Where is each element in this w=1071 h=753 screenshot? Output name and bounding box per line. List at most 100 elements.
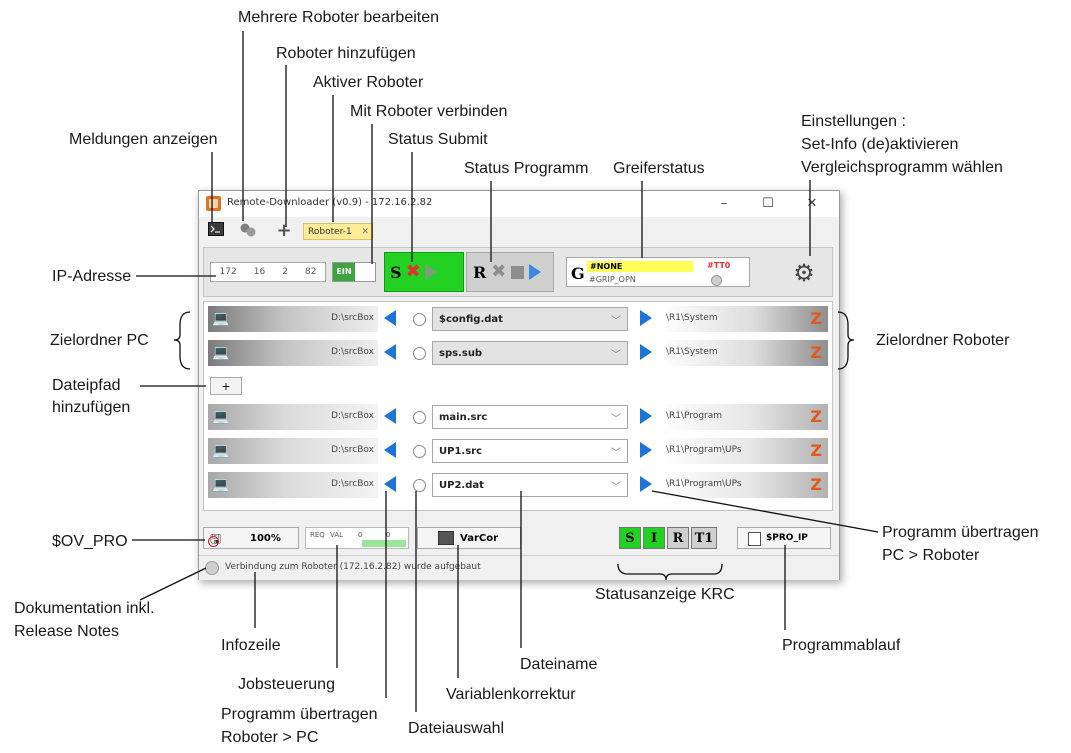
robot-arm-icon: Z (810, 475, 822, 494)
transfer-to-pc-icon[interactable] (384, 310, 396, 326)
pro-ip-label: $PRO_IP (766, 533, 808, 543)
krc-status-indicators: S I R T1 (619, 527, 717, 549)
status-program-panel[interactable]: R ✖ (466, 252, 554, 292)
grip-tool-id: #TT0 (707, 261, 731, 270)
robot-arm-icon: Z (810, 441, 822, 460)
submit-play-icon[interactable] (424, 264, 437, 280)
program-play-icon[interactable] (529, 264, 542, 280)
varcor-label: VarCor (460, 533, 499, 544)
ip-address-input[interactable]: 172 16 2 82 (210, 262, 326, 282)
pc-path: D:\srcBox (331, 445, 374, 455)
pro-ip-button[interactable]: $PRO_IP (737, 527, 831, 549)
file-combo[interactable]: sps.sub﹀ (432, 341, 628, 365)
label-mit-roboter-verbinden: Mit Roboter verbinden (350, 103, 508, 120)
label-dateiname: Dateiname (520, 656, 598, 673)
file-combo[interactable]: main.src﹀ (432, 405, 628, 429)
file-select-radio[interactable] (413, 411, 426, 424)
transfer-to-pc-icon[interactable] (384, 408, 396, 424)
pc-folder-bar[interactable]: 💻 D:\srcBox (208, 306, 378, 332)
ip-octet-4[interactable]: 82 (304, 267, 317, 277)
krc-s-indicator: S (619, 527, 641, 549)
label-zielordner-roboter: Zielordner Roboter (876, 332, 1010, 349)
window-title: Remote-Downloader (v0.9) - 172.16.2.82 (227, 197, 433, 208)
label-vergleichsprogramm: Vergleichsprogramm wählen (801, 159, 1003, 176)
laptop-icon: 💻 (212, 311, 230, 327)
job-val-label: VAL (330, 531, 344, 539)
title-bar: Remote-Downloader (v0.9) - 172.16.2.82 –… (199, 191, 839, 217)
ip-octet-3[interactable]: 2 (282, 267, 288, 277)
info-line-text: Verbindung zum Roboter (172.16.2.82) wur… (225, 562, 481, 572)
plus-icon[interactable]: + (276, 220, 292, 241)
laptop-icon: 💻 (212, 345, 230, 361)
chevron-down-icon[interactable]: ﹀ (611, 316, 621, 327)
tab-roboter-1[interactable]: Roboter-1 ✕ (303, 223, 373, 240)
pc-folder-bar[interactable]: 💻D:\srcBox (208, 404, 378, 430)
transfer-to-robot-icon[interactable] (640, 442, 652, 458)
connect-toggle[interactable]: EIN (332, 262, 376, 282)
job-control-panel[interactable]: REQ VAL 0 0 (305, 527, 409, 549)
console-icon[interactable] (207, 222, 225, 240)
chevron-down-icon[interactable]: ﹀ (611, 414, 621, 425)
pc-folder-bar[interactable]: 💻D:\srcBox (208, 340, 378, 366)
transfer-to-robot-icon[interactable] (640, 344, 652, 360)
pc-folder-bar[interactable]: 💻D:\srcBox (208, 472, 378, 498)
file-select-radio[interactable] (413, 445, 426, 458)
pc-path: D:\srcBox (331, 313, 374, 323)
label-hinzufuegen: hinzufügen (52, 399, 131, 416)
varcor-console-icon (438, 531, 454, 545)
add-filepath-button[interactable]: + (210, 377, 242, 395)
program-x-icon[interactable]: ✖ (491, 261, 507, 282)
ov-pro-button[interactable]: 🖫 100% (203, 527, 299, 549)
multi-robot-icon[interactable] (239, 222, 257, 240)
app-icon (206, 196, 221, 211)
transfer-to-pc-icon[interactable] (384, 344, 396, 360)
settings-gear-icon[interactable]: ⚙ (793, 259, 815, 287)
brace-robot (837, 311, 855, 370)
ip-octet-2[interactable]: 16 (253, 267, 266, 277)
label-statusanzeige-krc: Statusanzeige KRC (595, 586, 735, 603)
file-select-radio[interactable] (413, 313, 426, 326)
documentation-icon[interactable] (205, 561, 219, 575)
label-variablenkorrektur: Variablenkorrektur (446, 686, 576, 703)
chevron-down-icon[interactable]: ﹀ (611, 350, 621, 361)
ip-octet-1[interactable]: 172 (219, 267, 237, 277)
minimize-button[interactable]: – (720, 196, 728, 211)
program-stop-icon[interactable] (511, 265, 525, 279)
file-combo[interactable]: UP2.dat ﹀ (432, 473, 628, 497)
file-combo[interactable]: UP1.src﹀ (432, 439, 628, 463)
label-ov-pro: $OV_PRO (52, 533, 128, 550)
chevron-down-icon[interactable]: ﹀ (611, 448, 621, 459)
laptop-icon: 💻 (212, 477, 230, 493)
chevron-down-icon[interactable]: ﹀ (611, 482, 621, 493)
varcor-button[interactable]: VarCor (417, 527, 521, 549)
job-value-2: 0 (386, 531, 391, 539)
status-submit-panel[interactable]: S ✖ (384, 252, 464, 292)
transfer-to-pc-icon[interactable] (384, 476, 396, 492)
maximize-button[interactable]: ☐ (762, 196, 774, 211)
transfer-to-robot-icon[interactable] (640, 408, 652, 424)
file-select-radio[interactable] (413, 347, 426, 360)
label-release-notes: Release Notes (14, 623, 119, 640)
bottom-toolbar: 🖫 100% REQ VAL 0 0 VarCor S I R T1 $PRO_… (203, 525, 833, 551)
transfer-to-pc-icon[interactable] (384, 442, 396, 458)
stop-x-icon[interactable]: ✖ (405, 261, 421, 282)
close-button[interactable]: ✕ (806, 196, 818, 211)
robot-path: \R1\Program (666, 411, 723, 421)
transfer-to-robot-icon[interactable] (640, 476, 652, 492)
file-name: UP2.dat (439, 480, 484, 491)
pc-folder-bar[interactable]: 💻D:\srcBox (208, 438, 378, 464)
label-roboter-hinzufuegen: Roboter hinzufügen (276, 45, 416, 62)
transfer-to-robot-icon[interactable] (640, 310, 652, 326)
label-programm-uebertragen-rob: Programm übertragen (221, 706, 378, 723)
file-combo[interactable]: $config.dat﹀ (432, 307, 628, 331)
grip-state: #GRIP_OPN (589, 275, 636, 284)
tab-close-icon[interactable]: ✕ (361, 227, 369, 237)
file-select-radio[interactable] (413, 479, 426, 492)
